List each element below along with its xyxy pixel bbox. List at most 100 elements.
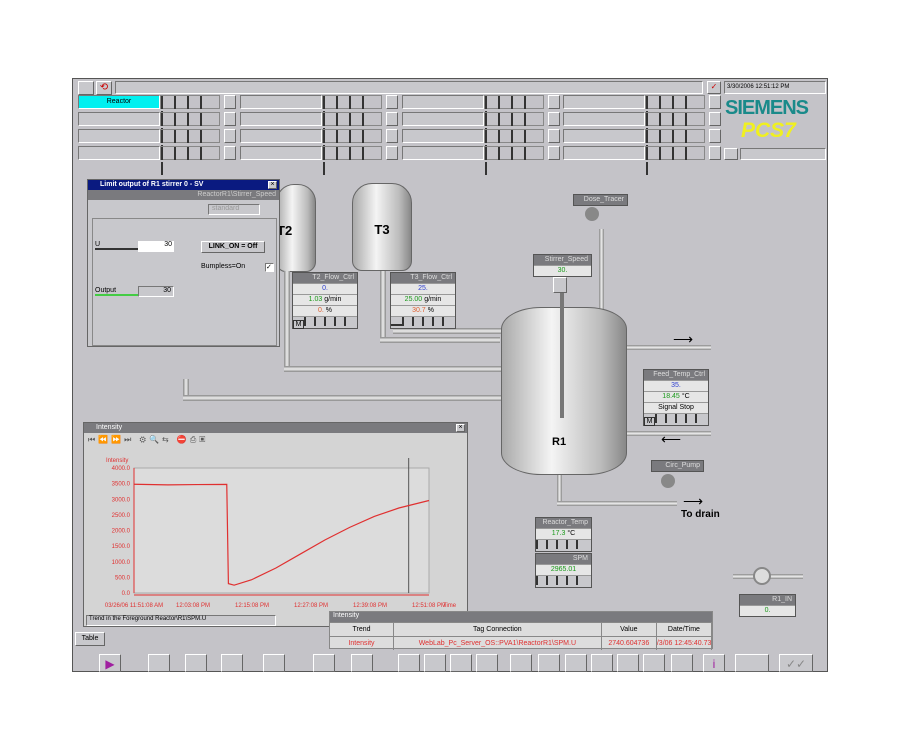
alarm-box [200, 113, 213, 126]
circ-pump-icon[interactable] [661, 474, 675, 488]
status-box [314, 317, 324, 326]
block-status-bar[interactable] [536, 575, 591, 587]
area-button[interactable] [240, 112, 322, 126]
dose-tracer-pump-icon[interactable] [585, 207, 599, 221]
area-down-button[interactable] [548, 112, 560, 126]
table-tab[interactable]: Table [75, 632, 105, 646]
lock-icon[interactable] [671, 654, 693, 672]
nav-right-icon[interactable] [476, 654, 498, 672]
area-button[interactable] [402, 146, 484, 160]
play-icon[interactable]: ▶ [99, 654, 121, 672]
block-status-bar[interactable]: M [644, 413, 708, 426]
circ-pump-block[interactable]: Circ_Pump [651, 460, 704, 472]
window-1-icon[interactable] [313, 654, 335, 672]
nav-up-icon[interactable] [424, 654, 446, 672]
tank-t2[interactable]: T2 [276, 184, 316, 272]
block-status-bar[interactable]: M [293, 316, 357, 329]
nav-down-icon[interactable] [450, 654, 472, 672]
area-down-button[interactable] [386, 129, 398, 143]
status-box [546, 576, 556, 585]
alarm-box [336, 130, 349, 143]
area-down-button[interactable] [224, 112, 236, 126]
refresh-icon[interactable]: ⟲ [96, 81, 112, 95]
login-icon[interactable] [78, 81, 94, 95]
info-icon[interactable]: i [703, 654, 725, 672]
close-icon[interactable]: × [268, 181, 277, 189]
area-button[interactable] [563, 129, 645, 143]
block-status-bar[interactable] [391, 316, 455, 328]
ack-all-icon[interactable]: ✓✓ [779, 654, 813, 672]
area-button[interactable] [240, 95, 322, 109]
alarm-icon[interactable] [263, 654, 285, 672]
link-on-button[interactable]: LINK_ON = Off [201, 241, 265, 253]
goto-2-icon[interactable] [565, 654, 587, 672]
area-button[interactable] [78, 112, 160, 126]
nav-left-icon[interactable] [398, 654, 420, 672]
area-button[interactable] [78, 146, 160, 160]
ack-horn-icon[interactable] [735, 654, 769, 672]
area-button[interactable] [563, 95, 645, 109]
area-down-button[interactable] [224, 129, 236, 143]
view-select[interactable]: standard [208, 204, 260, 215]
tank-t3[interactable]: T3 [352, 183, 412, 271]
area-down-button[interactable] [548, 146, 560, 160]
area-down-button[interactable] [709, 146, 721, 160]
spm-title: SPM [536, 554, 591, 564]
area-button[interactable] [402, 95, 484, 109]
reactor-r1[interactable]: R1 [501, 288, 627, 475]
dose-tracer-block[interactable]: Dose_Tracer [573, 194, 628, 206]
stirrer-motor-icon[interactable] [553, 277, 567, 293]
pipe [557, 474, 562, 504]
area-button[interactable] [402, 112, 484, 126]
printer-icon[interactable] [724, 148, 738, 160]
block-value: 0.% [293, 305, 357, 316]
report-1-icon[interactable] [591, 654, 613, 672]
area-button[interactable] [240, 129, 322, 143]
pump-icon[interactable] [753, 567, 771, 585]
trend-chart[interactable]: Intensity0.0500.01000.01500.02000.02500.… [84, 445, 469, 615]
area-button[interactable] [563, 112, 645, 126]
area-down-button[interactable] [386, 112, 398, 126]
area-button[interactable] [78, 129, 160, 143]
pipe [380, 337, 500, 343]
area-down-button[interactable] [224, 146, 236, 160]
area-down-button[interactable] [386, 95, 398, 109]
bumpless-checkbox[interactable]: ✓ [265, 263, 274, 272]
close-icon[interactable]: × [456, 424, 465, 432]
block-status-bar[interactable] [536, 539, 591, 551]
exit-icon[interactable] [148, 654, 170, 672]
u-input[interactable]: 30 [138, 241, 174, 252]
tank-t2-label: T2 [277, 223, 293, 238]
goto-1-icon[interactable] [538, 654, 560, 672]
area-down-button[interactable] [709, 129, 721, 143]
block-value: 18.45°C [644, 391, 708, 402]
close-all-icon[interactable] [643, 654, 665, 672]
area-button[interactable] [563, 146, 645, 160]
area-down-button[interactable] [224, 95, 236, 109]
area-button[interactable] [402, 129, 484, 143]
trend-toolbar[interactable]: ⏮⏪⏩⏭ ⚙🔍⇆ ⛔⎙▣ [88, 435, 209, 444]
alarm-ack-icon[interactable]: ✓ [707, 81, 721, 94]
area-down-button[interactable] [548, 129, 560, 143]
report-2-icon[interactable] [617, 654, 639, 672]
overview-icon[interactable] [221, 654, 243, 672]
alarm-box [174, 113, 187, 126]
area-down-button[interactable] [709, 95, 721, 109]
area-button[interactable] [240, 146, 322, 160]
area-down-button[interactable] [386, 146, 398, 160]
area-down-button[interactable] [548, 95, 560, 109]
trend-table-title: Intensity [330, 612, 712, 622]
area-button[interactable]: Reactor [78, 95, 160, 109]
help-icon[interactable] [185, 654, 207, 672]
faceplate-body: U 30 LINK_ON = Off Bumpless=On ✓ Output … [92, 218, 277, 346]
window-2-icon[interactable] [351, 654, 373, 672]
back-icon[interactable] [510, 654, 532, 672]
area-down-button[interactable] [709, 112, 721, 126]
